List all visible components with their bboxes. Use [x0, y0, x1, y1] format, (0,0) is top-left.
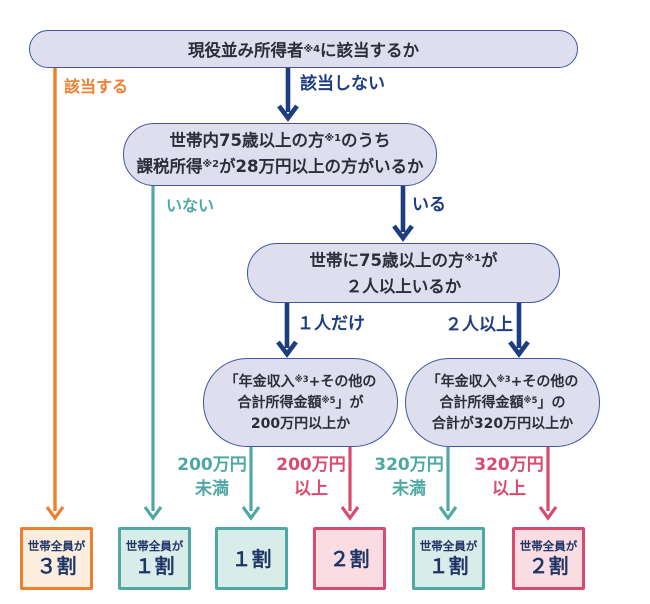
branch-label-none: いない	[166, 196, 215, 215]
branch-label-under-320: 320万円未満	[374, 455, 444, 499]
node-question-gen-eki-income: 現役並み所得者※4に該当するか	[29, 30, 578, 68]
branch-label-only-one: １人だけ	[297, 314, 365, 334]
result-rate: １割	[134, 554, 175, 578]
node-text: 世帯内75歳以上の方※1のうち課税所得※2が28万円以上の方がいるか	[136, 130, 424, 176]
result-rate: ２割	[329, 546, 370, 571]
branch-label-two-or-more: ２人以上	[445, 315, 513, 335]
branch-label-over-320: 320万円以上	[474, 455, 544, 499]
connector-q2-yes	[392, 186, 414, 242]
result-box-household-30pct: 世帯全員が ３割	[20, 527, 93, 590]
branch-label-applies: 該当する	[64, 77, 129, 96]
result-rate: ２割	[528, 554, 569, 578]
result-scope: 世帯全員が	[27, 539, 86, 553]
connector-q2-no	[143, 186, 163, 521]
node-question-taxable-income-28: 世帯内75歳以上の方※1のうち課税所得※2が28万円以上の方がいるか	[123, 123, 437, 186]
result-scope: 世帯全員が	[419, 539, 478, 553]
node-question-pension-320: 「年金収入※3+その他の合計所得金額※5」の合計が320万円以上か	[405, 358, 600, 447]
branch-label-under-200: 200万円未満	[177, 455, 247, 499]
result-rate: １割	[231, 546, 272, 571]
result-scope: 世帯全員が	[125, 539, 184, 553]
branch-label-over-200: 200万円以上	[276, 455, 346, 499]
connector-q1-yes	[45, 67, 65, 521]
connector-q1-no	[277, 68, 299, 122]
result-box-household-20pct: 世帯全員が ２割	[512, 527, 585, 590]
result-scope: 世帯全員が	[519, 539, 578, 553]
result-box-household-10pct-2: 世帯全員が １割	[412, 527, 485, 590]
result-box-10pct: １割	[215, 527, 288, 590]
node-text: 現役並み所得者※4に該当するか	[188, 41, 419, 60]
connector-q3-one	[276, 303, 298, 358]
result-rate: １割	[428, 554, 469, 578]
branch-label-exists: いる	[412, 195, 446, 215]
result-box-household-10pct: 世帯全員が １割	[118, 527, 191, 590]
node-text: 「年金収入※3+その他の合計所得金額※5」の合計が320万円以上か	[426, 373, 579, 432]
result-rate: ３割	[36, 554, 77, 578]
result-box-20pct: ２割	[313, 527, 386, 590]
branch-label-not-applies: 該当しない	[300, 74, 385, 94]
